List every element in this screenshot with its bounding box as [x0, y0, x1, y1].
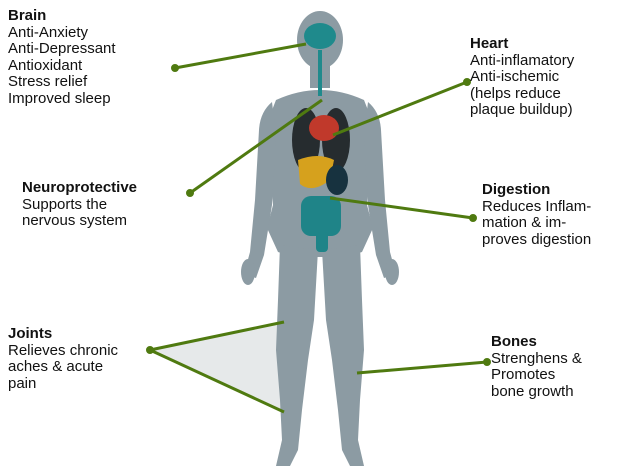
brain-benefit: Antioxidant [8, 58, 116, 75]
bones-connector [357, 362, 487, 373]
digestion-benefit: mation & im- [482, 215, 591, 232]
heart-title: Heart [470, 36, 574, 53]
neuro-connector-dot [188, 191, 193, 196]
spinal-cord [318, 50, 322, 96]
bones-connector-dot [485, 360, 490, 365]
heart-benefit: plaque buildup) [470, 102, 574, 119]
joints-benefit: pain [8, 376, 118, 393]
intestine-organ [301, 196, 341, 236]
joints-label: Joints Relieves chronic aches & acute pa… [8, 326, 118, 392]
colon-organ [316, 232, 328, 252]
bones-title: Bones [491, 334, 582, 351]
stomach-organ [326, 165, 348, 195]
joints-title: Joints [8, 326, 118, 343]
heart-label: Heart Anti-inflamatory Anti-ischemic (he… [470, 36, 574, 119]
brain-benefit: Anti-Anxiety [8, 25, 116, 42]
brain-benefit: Stress relief [8, 74, 116, 91]
brain-benefit: Improved sleep [8, 91, 116, 108]
heart-benefit: Anti-ischemic [470, 69, 574, 86]
brain-label: Brain Anti-Anxiety Anti-Depressant Antio… [8, 8, 116, 107]
brain-organ [304, 23, 336, 49]
joints-benefit: aches & acute [8, 359, 118, 376]
bones-benefit: Strenghens & [491, 351, 582, 368]
neuro-title: Neuroprotective [22, 180, 137, 197]
brain-connector [175, 44, 306, 68]
digestion-benefit: proves digestion [482, 232, 591, 249]
heart-organ [309, 115, 339, 141]
heart-benefit: (helps reduce [470, 86, 574, 103]
brain-title: Brain [8, 8, 116, 25]
heart-benefit: Anti-inflamatory [470, 53, 574, 70]
joints-connector-dot [148, 348, 153, 353]
bones-benefit: Promotes [491, 367, 582, 384]
neuro-benefit: nervous system [22, 213, 137, 230]
digestion-title: Digestion [482, 182, 591, 199]
brain-benefit: Anti-Depressant [8, 41, 116, 58]
digestion-benefit: Reduces Inflam- [482, 199, 591, 216]
digestion-connector-dot [471, 216, 476, 221]
brain-connector-dot [173, 66, 178, 71]
neuro-benefit: Supports the [22, 197, 137, 214]
neuro-label: Neuroprotective Supports the nervous sys… [22, 180, 137, 230]
heart-connector-dot [465, 80, 470, 85]
bones-label: Bones Strenghens & Promotes bone growth [491, 334, 582, 400]
joints-benefit: Relieves chronic [8, 343, 118, 360]
digestion-label: Digestion Reduces Inflam- mation & im- p… [482, 182, 591, 248]
bones-benefit: bone growth [491, 384, 582, 401]
